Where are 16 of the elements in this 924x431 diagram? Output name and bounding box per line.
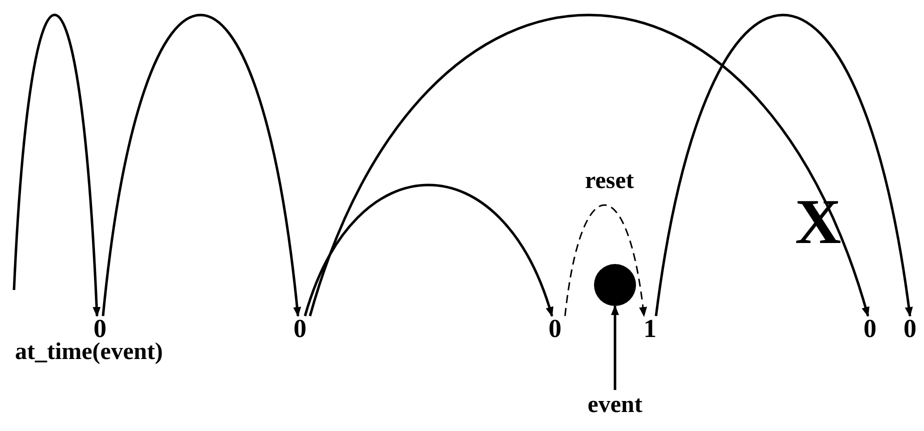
arrow <box>12 16 101 317</box>
event-label: event <box>580 388 650 418</box>
step-value: 0 <box>288 314 312 342</box>
step-value: 0 <box>543 314 567 342</box>
arrow <box>304 184 554 317</box>
step-value: 0 <box>898 314 922 342</box>
function-label: at_time(event) <box>15 340 163 364</box>
arrow <box>308 14 870 317</box>
arrow <box>654 14 913 317</box>
dashed-arrow <box>564 204 647 317</box>
arrow <box>102 15 301 317</box>
step-value: 0 <box>858 314 882 342</box>
event-dot <box>593 263 637 307</box>
step-value: 1 <box>638 314 662 342</box>
arrow <box>611 305 619 390</box>
step-value: 0 <box>88 314 112 342</box>
